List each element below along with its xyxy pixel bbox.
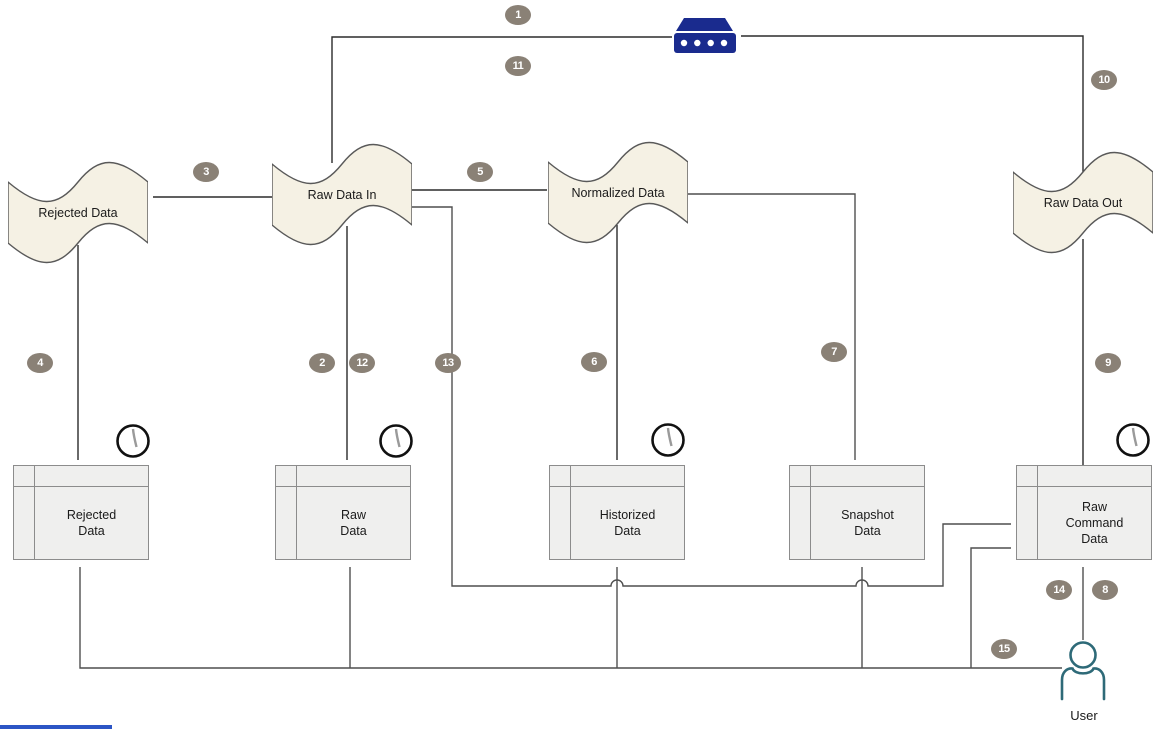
clock-icon bbox=[651, 423, 685, 457]
table-header-divider bbox=[276, 486, 410, 487]
step-badge-3: 3 bbox=[193, 162, 219, 182]
table-header-divider bbox=[550, 486, 684, 487]
doc-label: Raw Data In bbox=[307, 187, 377, 202]
table-header-divider bbox=[790, 486, 924, 487]
step-badge-7: 7 bbox=[821, 342, 847, 362]
step-badge-10: 10 bbox=[1091, 70, 1117, 90]
table-column-divider bbox=[810, 466, 811, 559]
doc-raw-data-out: Raw Data Out bbox=[1012, 150, 1154, 255]
step-badge-11: 11 bbox=[505, 56, 531, 76]
step-badge-5: 5 bbox=[467, 162, 493, 182]
flow-user-to-command-table-side bbox=[970, 547, 1011, 668]
clock-icon bbox=[379, 424, 413, 458]
step-badge-6: 6 bbox=[581, 352, 607, 372]
doc-label: Rejected Data bbox=[38, 205, 118, 220]
table-label: Rejected Data bbox=[66, 507, 117, 538]
user-label: User bbox=[1070, 708, 1098, 723]
step-badge-15: 15 bbox=[991, 639, 1017, 659]
table-historized-data: Historized Data bbox=[549, 465, 685, 560]
flow-user-to-rejected-table bbox=[79, 567, 1062, 669]
table-label: Raw Command Data bbox=[1065, 499, 1124, 547]
table-raw-command-data: Raw Command Data bbox=[1016, 465, 1152, 560]
doc-label: Normalized Data bbox=[571, 185, 665, 200]
clock-icon bbox=[1116, 423, 1150, 457]
table-column-divider bbox=[34, 466, 35, 559]
step-badge-9: 9 bbox=[1095, 353, 1121, 373]
bottom-blue-bar bbox=[0, 725, 112, 729]
doc-label: Raw Data Out bbox=[1043, 195, 1123, 210]
table-column-divider bbox=[296, 466, 297, 559]
doc-raw-data-in: Raw Data In bbox=[271, 142, 413, 247]
flow-router-to-raw-in bbox=[331, 36, 672, 163]
table-label: Historized Data bbox=[599, 507, 656, 538]
table-rejected-data: Rejected Data bbox=[13, 465, 149, 560]
step-badge-1: 1 bbox=[505, 5, 531, 25]
table-column-divider bbox=[1037, 466, 1038, 559]
table-label: Raw Data bbox=[340, 507, 367, 538]
step-badge-2: 2 bbox=[309, 353, 335, 373]
step-badge-12: 12 bbox=[349, 353, 375, 373]
step-badge-8: 8 bbox=[1092, 580, 1118, 600]
step-badge-14: 14 bbox=[1046, 580, 1072, 600]
network-switch-icon bbox=[674, 18, 736, 53]
flow-raw-out-to-router bbox=[741, 35, 1084, 172]
doc-normalized-data: Normalized Data bbox=[547, 140, 689, 245]
flow-normalized-to-snapshot-table bbox=[688, 193, 856, 460]
flow-raw-in-to-command-table bbox=[412, 206, 1011, 587]
table-header-divider bbox=[1017, 486, 1151, 487]
step-badge-4: 4 bbox=[27, 353, 53, 373]
table-label: Snapshot Data bbox=[841, 507, 894, 538]
table-raw-data: Raw Data bbox=[275, 465, 411, 560]
table-column-divider bbox=[570, 466, 571, 559]
table-snapshot-data: Snapshot Data bbox=[789, 465, 925, 560]
user-icon bbox=[1060, 641, 1106, 701]
doc-rejected-data: Rejected Data bbox=[7, 160, 149, 265]
step-badge-13: 13 bbox=[435, 353, 461, 373]
table-header-divider bbox=[14, 486, 148, 487]
clock-icon bbox=[116, 424, 150, 458]
